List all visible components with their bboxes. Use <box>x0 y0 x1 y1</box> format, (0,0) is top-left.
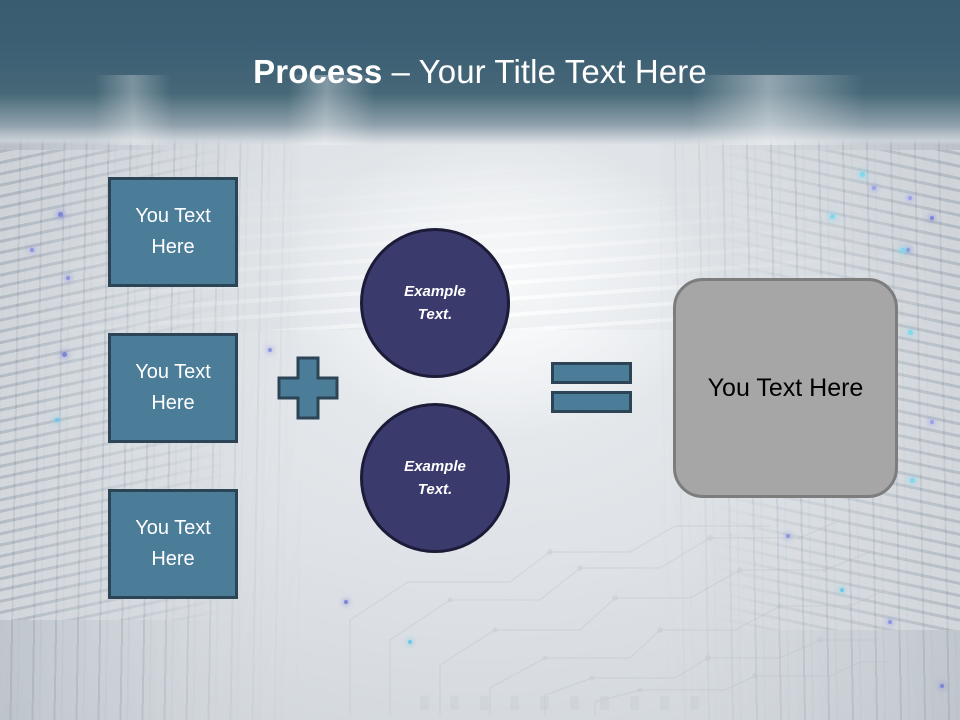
input-box-1[interactable]: You Text Here <box>108 177 238 287</box>
example-circle-1-line2: Text. <box>417 306 453 323</box>
input-box-2-label: You Text Here <box>135 361 211 414</box>
input-box-3[interactable]: You Text Here <box>108 489 238 599</box>
plus-operator-icon <box>277 356 339 420</box>
input-box-3-label: You Text Here <box>135 517 211 570</box>
slide-title-band: Process – Your Title Text Here <box>0 0 960 145</box>
page-title-remainder: – Your Title Text Here <box>382 53 707 90</box>
input-box-1-label: You Text Here <box>135 205 211 258</box>
circuit-board-pattern-icon <box>330 490 890 720</box>
example-circle-2-line2: Text. <box>417 481 453 498</box>
equals-operator-icon <box>551 362 632 413</box>
equals-bar-top <box>551 362 632 384</box>
example-circle-2-line1: Example <box>404 458 466 475</box>
example-circle-1-line1: Example <box>404 283 466 300</box>
input-box-2[interactable]: You Text Here <box>108 333 238 443</box>
page-title: Process – Your Title Text Here <box>0 52 960 92</box>
result-box[interactable]: You Text Here <box>673 278 898 498</box>
equals-bar-bottom <box>551 391 632 413</box>
result-box-label: You Text Here <box>707 373 864 402</box>
page-title-emphasis: Process <box>253 53 383 90</box>
